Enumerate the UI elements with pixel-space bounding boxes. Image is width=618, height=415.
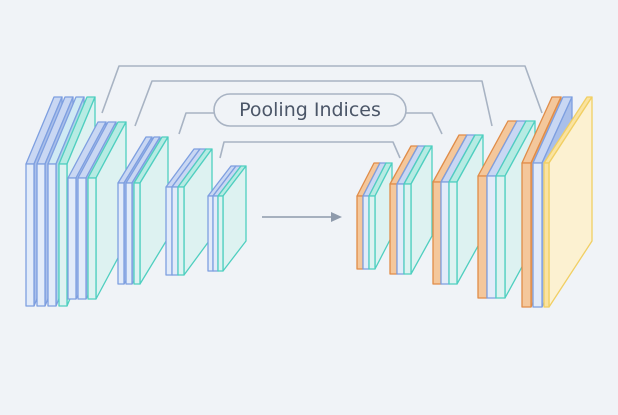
- decoder-block-3: [432, 134, 484, 285]
- encoder-block-1: [25, 96, 96, 307]
- pooling-index-connectors: [101, 65, 543, 159]
- encoder: [25, 96, 247, 307]
- label-pill: [213, 93, 407, 127]
- connector-second: [134, 80, 493, 127]
- decoder: [356, 96, 593, 308]
- encoder-block-4: [165, 148, 213, 276]
- decoder-block-2: [389, 145, 433, 275]
- connector-third: [178, 112, 214, 135]
- connector-third-right: [406, 112, 443, 135]
- connector-outer: [101, 65, 543, 114]
- label-text: Pooling Indices: [239, 99, 381, 121]
- encoder-block-5: [207, 165, 247, 272]
- decoder-block-5: [521, 96, 593, 308]
- decoder-block-1: [356, 162, 393, 270]
- encoder-block-3: [117, 136, 169, 285]
- flow-arrow: [262, 212, 342, 222]
- pooling-indices-label: Pooling Indices: [213, 93, 407, 127]
- connector-inner: [219, 141, 401, 159]
